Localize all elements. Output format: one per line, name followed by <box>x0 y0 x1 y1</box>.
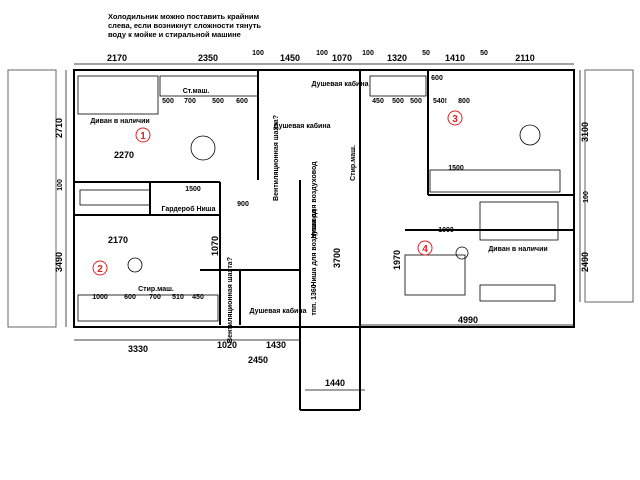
dim-900: 900 <box>237 201 249 208</box>
label-shower-2: Душевая кабина <box>250 307 307 315</box>
sofa-shape-2 <box>479 201 559 241</box>
dim-top-6: 1070 <box>332 53 352 63</box>
dim-500d: 500 <box>410 98 422 105</box>
label-vent-2: Вентиляционная шахта? <box>227 257 234 343</box>
chandelier-2 <box>127 257 143 273</box>
label-sofa-1: Диван в наличии <box>90 118 149 125</box>
label-niche: Ниша <box>196 206 215 213</box>
dim-1000b: 1000 <box>92 294 108 301</box>
room-4-number: 4 <box>422 244 428 255</box>
plan-note: Холодильник можно поставить крайним слев… <box>108 12 288 39</box>
dim-left-2: 100 <box>57 179 64 191</box>
room-2-number: 2 <box>97 264 103 275</box>
dim-right-3: 2490 <box>580 252 590 272</box>
dim-600c: 600 <box>431 75 443 82</box>
dim-450c: 450 <box>372 98 384 105</box>
dim-top-2: 2350 <box>198 53 218 63</box>
label-sofa-2: Диван в наличии <box>488 246 547 253</box>
right-dimensions: 3100 100 2490 <box>579 70 590 302</box>
dim-3700: 3700 <box>332 248 342 268</box>
dim-2270: 2270 <box>114 150 134 160</box>
label-vent-1: Вентиляционная шахта? <box>273 115 280 201</box>
dim-top-9: 50 <box>422 50 430 57</box>
dim-1500b: 1500 <box>448 165 464 172</box>
label-washer-1: Ст.маш. <box>183 88 210 95</box>
dim-500c: 500 <box>392 98 404 105</box>
balconies <box>7 69 634 328</box>
label-washer-3: Стир.маш. <box>350 145 357 181</box>
dim-800: 800 <box>458 98 470 105</box>
dim-top-11: 50 <box>480 50 488 57</box>
dim-1070v: 1070 <box>210 236 220 256</box>
sofa-shape-1 <box>77 75 159 115</box>
kitchen-counter <box>77 294 219 322</box>
label-niche-duct-2: Ниша для воздуховод <box>311 209 318 287</box>
chandelier-3 <box>519 124 541 146</box>
label-niche-duct-1: Ниша для воздуховод <box>311 161 318 239</box>
dim-right-1: 3100 <box>580 122 590 142</box>
dim-bottom-3: 1430 <box>266 340 286 350</box>
room-labels: Диван в наличии Диван в наличии Душевая … <box>90 80 547 343</box>
room-markers: 1 2 3 4 <box>92 110 463 276</box>
counter-4 <box>479 284 556 302</box>
dim-2170b: 2170 <box>108 235 128 245</box>
dim-bottom-5: 1440 <box>325 378 345 388</box>
dim-top-7: 100 <box>362 50 374 57</box>
dim-mp1360: тпп. 1360 <box>311 284 318 315</box>
kitchen-top <box>159 75 259 97</box>
room-3-number: 3 <box>452 114 458 125</box>
dim-700a: 700 <box>184 98 196 105</box>
note-line-3: воду к мойке и стиральной машине <box>108 30 241 39</box>
dim-right-2: 100 <box>583 191 590 203</box>
dim-600a: 600 <box>236 98 248 105</box>
top-dimensions: 2170 2350 100 1450 100 1070 100 1320 50 … <box>74 50 574 65</box>
dim-top-8: 1320 <box>387 53 407 63</box>
furniture <box>77 75 561 322</box>
dim-500b: 500 <box>212 98 224 105</box>
walls <box>73 69 575 411</box>
dim-top-1: 2170 <box>107 53 127 63</box>
note-line-2: слева, если возникнут сложности тянуть <box>108 21 262 30</box>
dim-top-3: 100 <box>252 50 264 57</box>
dim-1970: 1970 <box>392 250 402 270</box>
dim-600b: 600 <box>124 294 136 301</box>
dim-bottom-1: 3330 <box>128 344 148 354</box>
label-washer-2: Стир.маш. <box>138 286 174 293</box>
label-shower-1: Душевая кабина <box>274 122 331 130</box>
label-wardrobe: Гардероб <box>161 205 195 213</box>
dim-1000: 1000 <box>438 227 454 234</box>
dim-510b: 510 <box>172 294 184 301</box>
label-shower-top: Душевая кабина <box>312 80 369 88</box>
table-4 <box>404 254 466 296</box>
dim-1500a: 1500 <box>185 186 201 193</box>
dim-bottom-2: 1020 <box>217 340 237 350</box>
bottom-dimensions: 3330 1020 1430 2450 1440 4990 <box>74 315 574 391</box>
dim-500a: 500 <box>162 98 174 105</box>
dim-450b: 450 <box>192 294 204 301</box>
dim-700b: 700 <box>149 294 161 301</box>
room-1-number: 1 <box>140 131 146 142</box>
dim-540: 540! <box>433 98 447 105</box>
left-dimensions: 2710 100 3490 <box>54 70 67 327</box>
dim-bottom-4: 2450 <box>248 355 268 365</box>
dim-bottom-6: 4990 <box>458 315 478 325</box>
table-round-1 <box>190 135 216 161</box>
dim-left-1: 2710 <box>54 118 64 138</box>
kitchen-top-3 <box>369 75 427 97</box>
inner-dimensions: 2270 1500 2170 1070 3700 1970 1000 900 1… <box>92 75 470 316</box>
note-line-1: Холодильник можно поставить крайним <box>108 12 260 21</box>
dim-top-4: 1450 <box>280 53 300 63</box>
dim-left-3: 3490 <box>54 252 64 272</box>
dim-top-5: 100 <box>316 50 328 57</box>
bed-1 <box>79 189 151 206</box>
chandelier-4 <box>455 246 469 260</box>
kitchen-3 <box>429 169 561 193</box>
dim-top-10: 1410 <box>445 53 465 63</box>
dim-top-12: 2110 <box>515 53 535 63</box>
